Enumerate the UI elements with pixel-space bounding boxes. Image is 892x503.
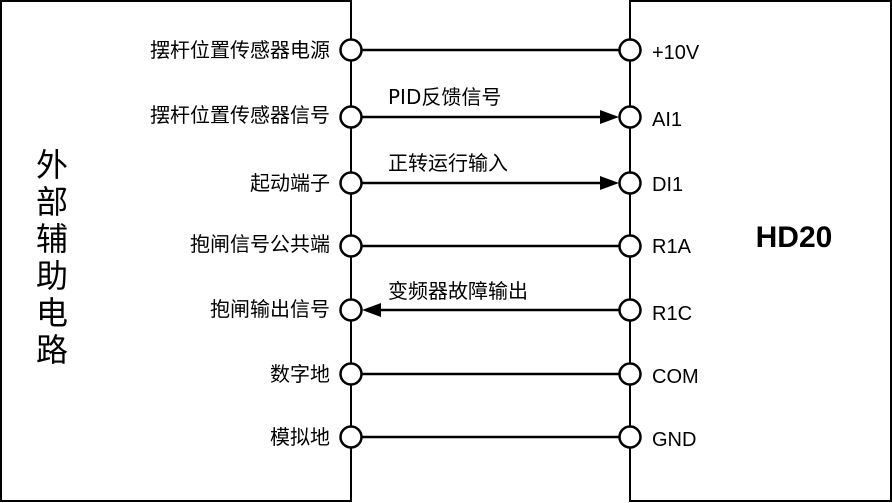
left-terminal-label: 摆杆位置传感器电源 [150,38,330,62]
title-char: 电 [36,294,68,332]
left-terminal-label: 抱闸信号公共端 [190,232,330,256]
terminal-circle-icon [339,298,363,322]
right-terminals [618,38,642,449]
right-terminal-label: GND [652,429,696,451]
external-circuit-title: 外 部 辅 助 电 路 [36,146,68,369]
right-terminal-label: AI1 [652,109,682,131]
left-terminal-label: 模拟地 [270,425,330,449]
arrow-right-icon [600,176,619,190]
wire-label: 变频器故障输出 [388,279,528,303]
right-terminal-label: R1A [652,236,692,258]
terminal-circle-icon [339,38,363,62]
terminal-circle-icon [618,38,642,62]
arrow-left-icon [362,303,381,317]
terminal-circle-icon [618,298,642,322]
terminal-circle-icon [339,425,363,449]
right-terminal-label: +10V [652,42,700,64]
wire-labels: PID反馈信号 正转运行输入 变频器故障输出 [388,85,528,303]
terminal-circle-icon [618,425,642,449]
left-terminals [339,38,363,449]
left-terminal-label: 数字地 [270,362,330,386]
left-terminal-labels: 摆杆位置传感器电源 摆杆位置传感器信号 起动端子 抱闸信号公共端 抱闸输出信号 … [150,38,330,449]
right-terminal-label: R1C [652,303,692,325]
wire-label: PID反馈信号 [388,85,501,109]
terminal-circle-icon [339,362,363,386]
right-terminal-label: DI1 [652,174,683,196]
wire-label: 正转运行输入 [388,151,508,175]
title-char: 辅 [36,220,68,258]
title-char: 部 [36,183,68,221]
terminal-circle-icon [618,234,642,258]
terminal-circle-icon [618,105,642,129]
arrow-right-icon [600,110,619,124]
title-char: 助 [36,257,68,295]
right-terminal-label: COM [652,366,699,388]
left-terminal-label: 起动端子 [250,171,330,195]
terminal-circle-icon [339,171,363,195]
left-terminal-label: 摆杆位置传感器信号 [150,103,330,127]
title-char: 路 [36,331,68,369]
hd20-title: HD20 [756,221,833,254]
wires [362,48,619,439]
right-terminal-labels: +10V AI1 DI1 R1A R1C COM GND [652,42,700,451]
terminal-circle-icon [339,234,363,258]
left-terminal-label: 抱闸输出信号 [210,297,330,321]
terminal-circle-icon [618,362,642,386]
title-char: 外 [36,146,68,184]
terminal-circle-icon [339,105,363,129]
terminal-circle-icon [618,171,642,195]
